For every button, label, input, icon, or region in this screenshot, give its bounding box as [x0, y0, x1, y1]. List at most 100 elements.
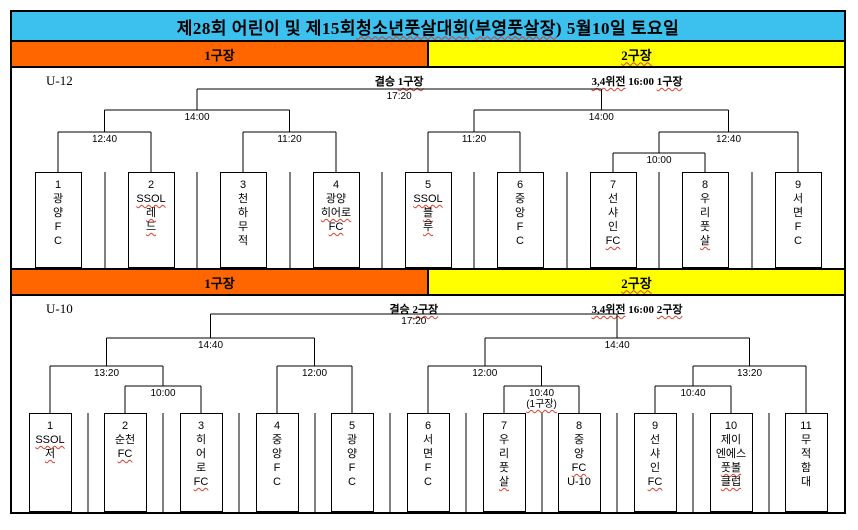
- team-seed: 6: [424, 420, 432, 432]
- team-seed: 8: [701, 179, 709, 191]
- team-name-line: 제이: [720, 434, 742, 446]
- team-name-line: C: [273, 476, 281, 488]
- field-band-top: 1구장 2구장: [12, 42, 844, 68]
- team-name-line: F: [54, 221, 62, 233]
- team-name-line: SSOL: [35, 434, 65, 446]
- team-seed: 5: [348, 420, 356, 432]
- team-name-line: 적: [800, 448, 812, 460]
- team-name-line: SSOL: [413, 193, 443, 205]
- team-name-line: 리: [498, 448, 510, 460]
- team-name-line: 풋: [699, 221, 711, 233]
- team-name-line: 히어로: [320, 207, 352, 219]
- tournament-sheet: 제28회 어린이 및 제15회 청소년풋살대회 (부영풋살장) 5월10일 토요…: [10, 10, 846, 514]
- match-venue: (1구장): [526, 399, 557, 410]
- team-name-line: 천: [237, 193, 249, 205]
- match-time: 12:00: [301, 368, 328, 379]
- match-time: 12:00: [472, 368, 498, 379]
- match-time: 10:40(1구장): [526, 388, 557, 410]
- team-name-line: 서: [792, 193, 804, 205]
- match-time: 10:00: [150, 388, 176, 399]
- team-name-line: 엔에스: [715, 448, 747, 460]
- team-name-line: 양: [52, 207, 64, 219]
- match-time: 14:40: [197, 340, 224, 351]
- section-u12-label: U-12: [46, 73, 73, 88]
- team-name-line: 선: [649, 434, 661, 446]
- team-seed: 3: [239, 179, 247, 191]
- team-seed: 8: [575, 420, 583, 432]
- team-name-line: 적: [237, 235, 249, 247]
- team-name-line: 히: [195, 434, 207, 446]
- team-seed: 2: [121, 420, 129, 432]
- team-name-line: F: [516, 221, 524, 233]
- team-name-line: C: [794, 235, 802, 247]
- team-name-line: U-10: [567, 476, 591, 488]
- team-name-line: 우: [498, 434, 510, 446]
- team-seed: 1: [54, 179, 62, 191]
- match-time: 14:00: [588, 112, 614, 123]
- tournament-title: 제28회 어린이 및 제15회 청소년풋살대회 (부영풋살장) 5월10일 토요…: [12, 12, 844, 42]
- team-seed: 5: [424, 179, 432, 191]
- team-name-line: FC: [117, 448, 133, 460]
- team-seed: 9: [651, 420, 659, 432]
- team-seed: 4: [273, 420, 281, 432]
- team-name-line: 풋: [498, 462, 510, 474]
- team-name-line: 면: [422, 448, 434, 460]
- team-name-line: 광양: [325, 193, 347, 205]
- team-name-line: 서: [422, 434, 434, 446]
- team-name-line: 드: [145, 221, 157, 233]
- team-name-line: 풋볼: [720, 462, 742, 474]
- team-name-line: 중: [573, 434, 585, 446]
- team-name-line: FC: [647, 476, 663, 488]
- team-name-line: 인: [607, 221, 619, 233]
- team-name-line: 레: [145, 207, 157, 219]
- team-seed: 7: [609, 179, 617, 191]
- match-time: 17:20: [401, 316, 427, 327]
- team-name-line: 양: [346, 448, 358, 460]
- team-seed: 4: [332, 179, 340, 191]
- match-time: 14:00: [184, 112, 210, 123]
- field-band-middle: 1구장 2구장: [12, 270, 844, 296]
- u10-third-place-label: 3,4위전 16:00 2구장: [591, 304, 683, 316]
- field-2-header: 2구장: [427, 270, 844, 294]
- match-time: 11:20: [277, 134, 302, 145]
- field-1-header: 1구장: [12, 270, 427, 294]
- team-name-line: 앙: [514, 207, 526, 219]
- team-name-line: C: [516, 235, 524, 247]
- team-name-line: 어: [195, 448, 207, 460]
- team-seed: 11: [800, 420, 812, 432]
- team-name-line: F: [348, 462, 356, 474]
- team-name-line: C: [54, 235, 62, 247]
- team-name-line: 순천: [114, 434, 136, 446]
- team-seed: 6: [516, 179, 524, 191]
- team-name-line: FC: [571, 462, 587, 474]
- u10-final-venue-label: 결승 2구장: [389, 304, 439, 316]
- field-1-header: 1구장: [12, 42, 427, 66]
- team-name-line: 면: [792, 207, 804, 219]
- team-name-line: 무: [800, 434, 812, 446]
- team-name-line: 앙: [271, 448, 283, 460]
- team-seed: 7: [500, 420, 508, 432]
- match-time: 17:20: [386, 91, 412, 102]
- team-name-line: 하: [237, 207, 249, 219]
- section-u10-label: U-10: [46, 301, 73, 316]
- team-name-line: F: [273, 462, 281, 474]
- team-name-line: 무: [237, 221, 249, 233]
- match-time: 13:20: [736, 368, 763, 379]
